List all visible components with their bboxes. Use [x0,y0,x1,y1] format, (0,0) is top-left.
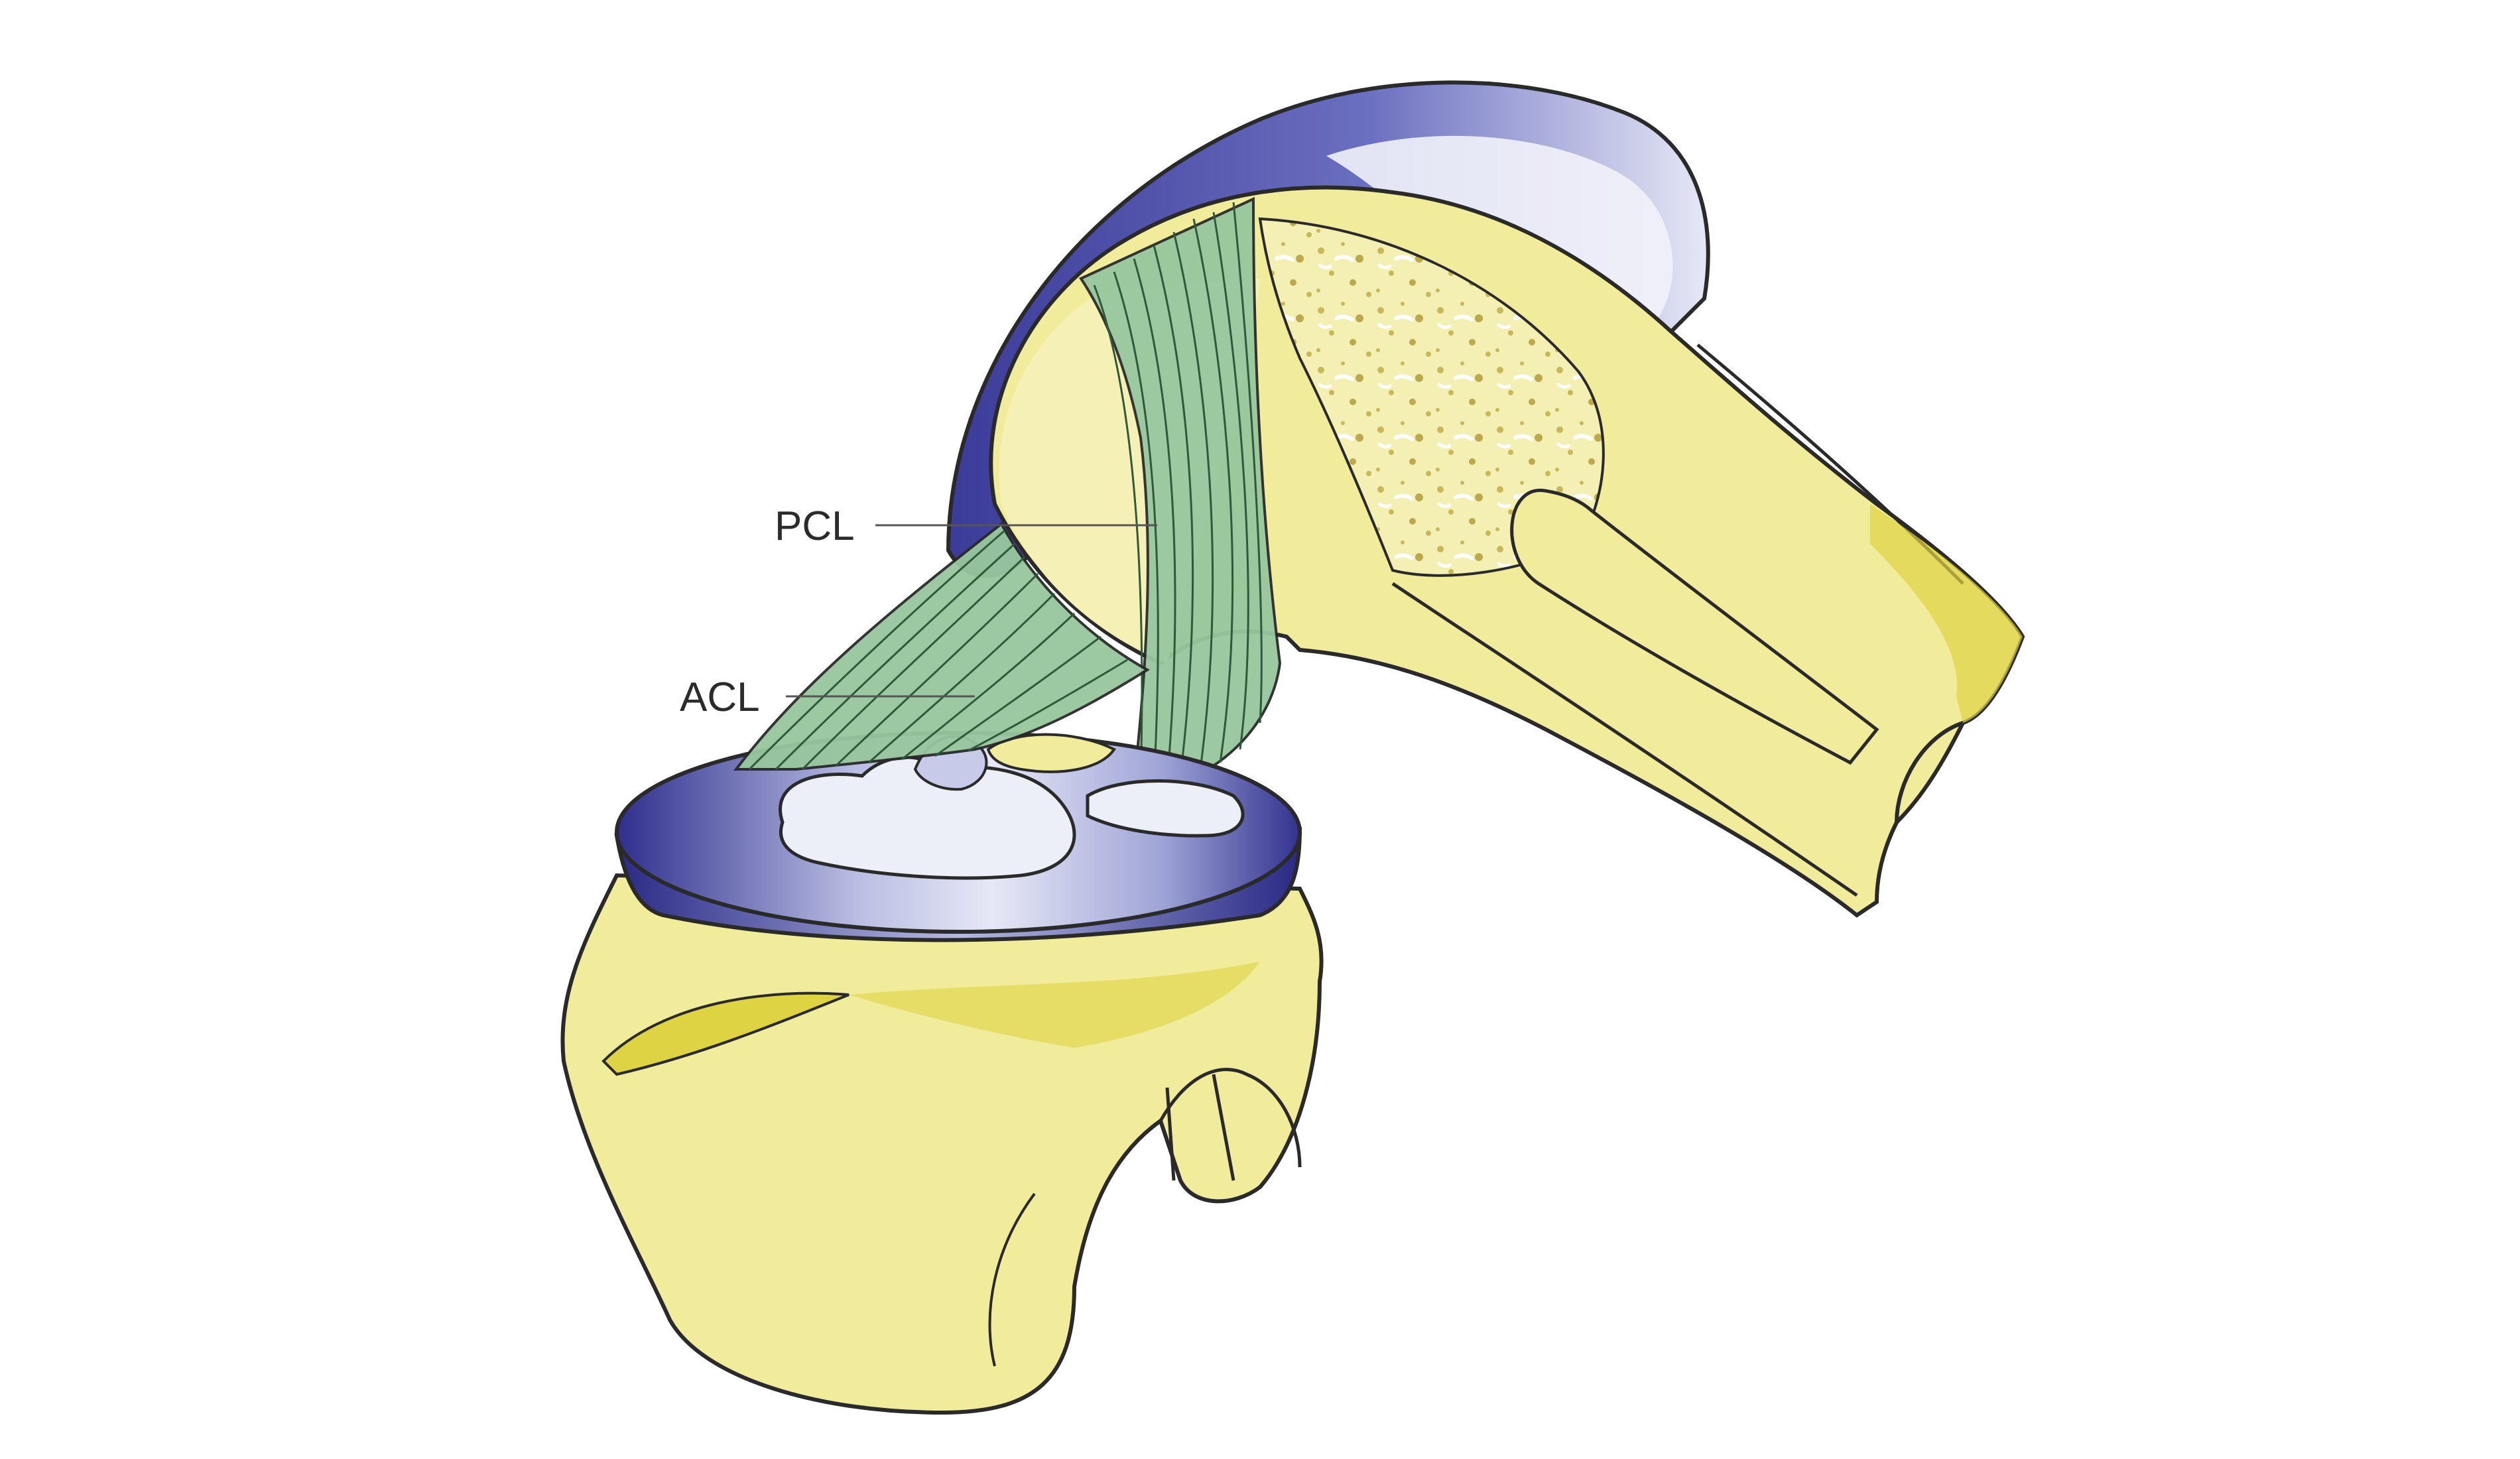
medullary-canal [1510,488,1879,765]
label-group-acl: ACL [680,674,975,720]
medial-plateau-surface [779,755,1076,880]
femoral-cortex-line [1391,582,1858,897]
femoral-condyle-peek [986,733,1116,773]
label-group-pcl: PCL [775,503,1157,549]
femoral-cortex-shade [1870,504,2023,723]
lateral-plateau-surface [1086,779,1245,838]
pcl-fibers [1093,202,1263,783]
tibia [560,731,1324,1415]
acl-label: ACL [680,674,760,720]
tibial-contour [988,1192,1036,1367]
acl-ligament [733,521,1150,771]
pcl-label: PCL [775,503,855,549]
tibial-shade [849,962,1260,1048]
pcl-ligament [1079,196,1282,784]
fibula-head [1159,1068,1302,1168]
tibial-bone [560,873,1324,1415]
acl-fibers [748,529,1128,771]
fibula-slit [1165,1074,1235,1181]
femoral-shaft-end [1895,721,1964,823]
